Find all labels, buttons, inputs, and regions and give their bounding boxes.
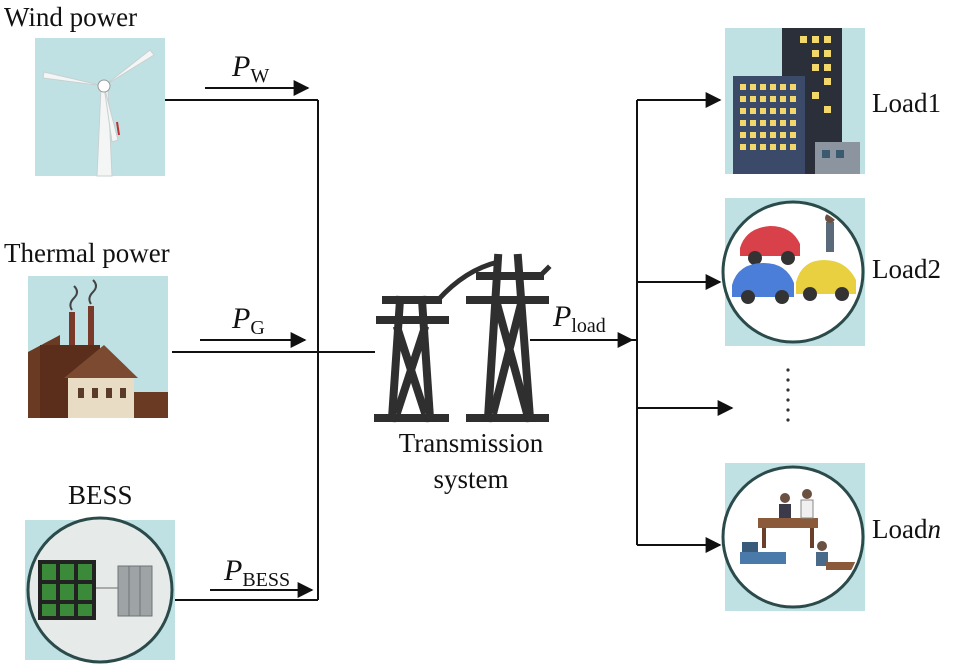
- wind-turbine-icon: [35, 38, 165, 177]
- transmission-tower-icon: [374, 253, 552, 423]
- thermal-plant-icon: [28, 276, 168, 418]
- pg-symbol: PG: [232, 302, 265, 339]
- pw-symbol: PW: [232, 50, 270, 87]
- transmission-label-line1: Transmission: [398, 428, 544, 458]
- load2-label: Load2: [872, 254, 941, 284]
- building-icon: [725, 28, 865, 174]
- bess-icon: [25, 516, 175, 664]
- loadn-label: Loadn: [872, 514, 941, 544]
- ellipsis-dots: [786, 368, 790, 422]
- flow-arrows: [200, 80, 734, 598]
- pload-symbol: Pload: [553, 300, 606, 337]
- thermal-power-label: Thermal power: [4, 238, 170, 268]
- office-icon: [721, 463, 865, 611]
- electric-cars-icon: [721, 198, 865, 346]
- transmission-label-line2: system: [433, 464, 509, 494]
- bess-label: BESS: [68, 480, 133, 510]
- wind-power-label: Wind power: [4, 2, 138, 32]
- pbess-symbol: PBESS: [224, 554, 291, 591]
- load1-label: Load1: [872, 88, 941, 118]
